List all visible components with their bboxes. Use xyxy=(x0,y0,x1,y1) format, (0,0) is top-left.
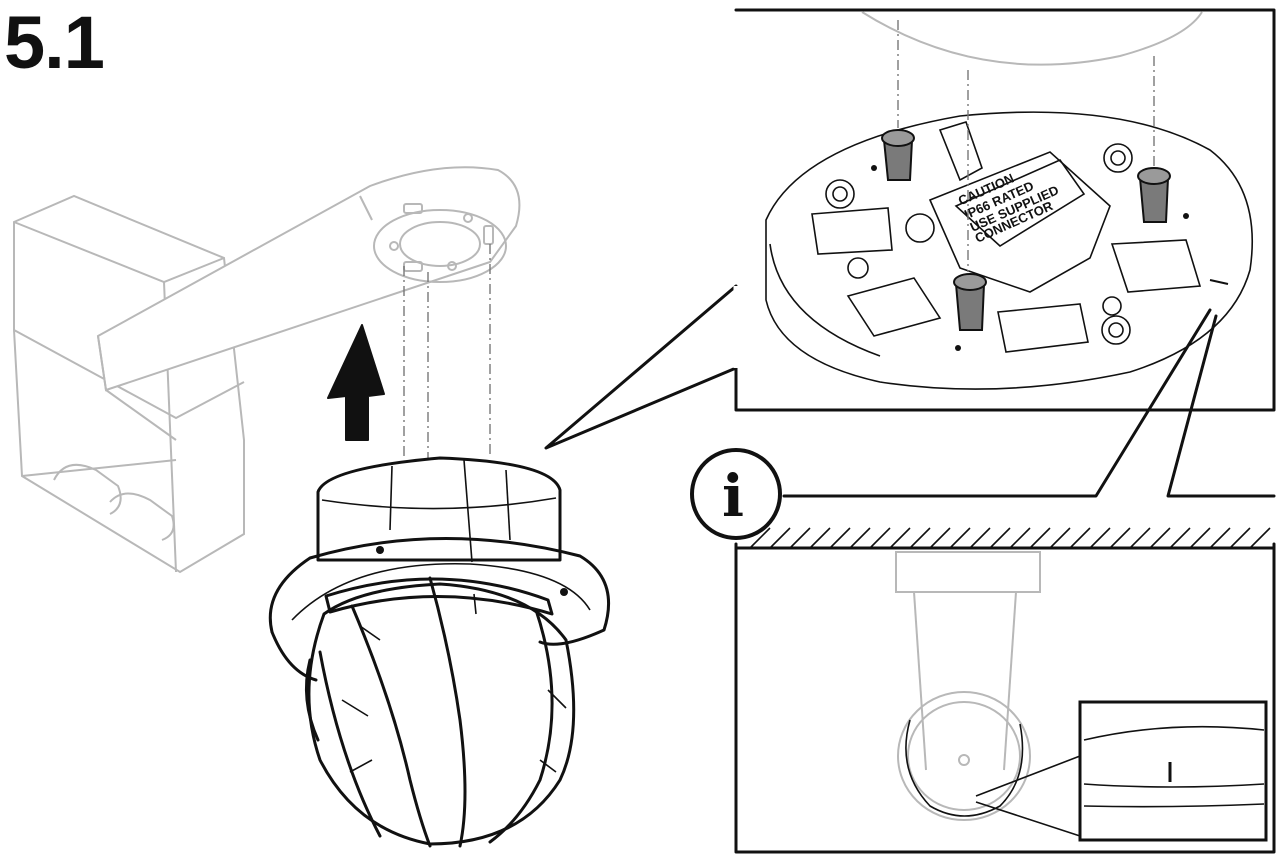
lift-arrow-icon xyxy=(327,324,385,441)
step-number: 5.1 xyxy=(4,1,105,84)
alignment-guides xyxy=(403,244,491,458)
caution-label: CAUTION IP66 RATED USE SUPPLIED CONNECTO… xyxy=(956,171,1061,246)
detail-pendant-view: i xyxy=(690,308,1276,854)
svg-text:i: i xyxy=(722,462,744,530)
dome-camera xyxy=(268,456,611,848)
wall-bracket xyxy=(13,166,521,574)
mounting-screws xyxy=(881,129,1171,331)
detail-mount-plate: CAUTION IP66 RATED USE SUPPLIED CONNECTO… xyxy=(544,8,1276,450)
info-icon: i xyxy=(690,448,782,540)
